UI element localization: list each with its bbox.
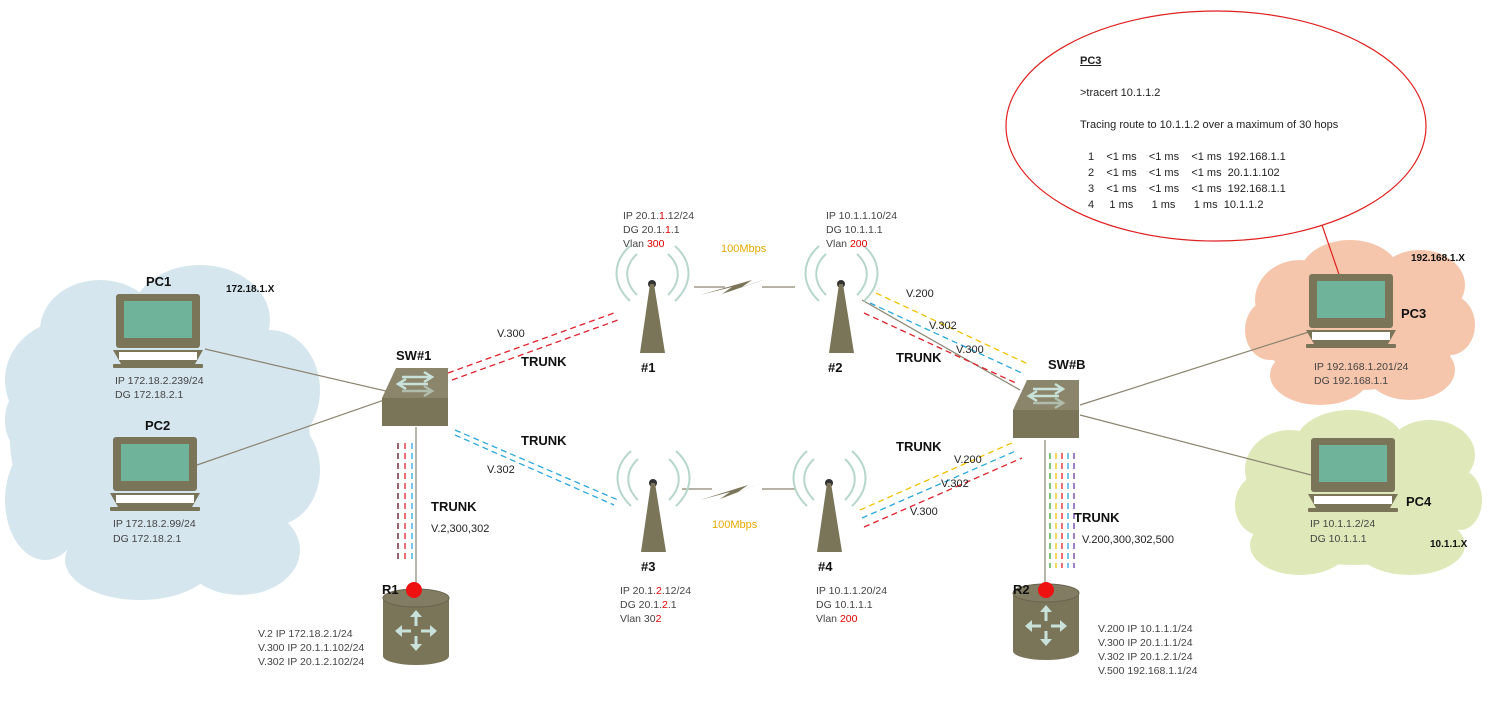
pc1-dg: DG 172.18.2.1 [115, 389, 184, 401]
r2-config-line: V.500 192.168.1.1/24 [1098, 665, 1198, 677]
r1-router-icon[interactable] [381, 587, 451, 667]
ap3-tower-icon[interactable] [616, 450, 691, 552]
ap3-ip: IP 20.1.2.12/24 [620, 585, 692, 597]
bubble-tracing-line: Tracing route to 10.1.1.2 over a maximum… [1080, 119, 1339, 131]
sw1-ap3-trunk-label: TRUNK [521, 433, 567, 448]
pc4-dg: DG 10.1.1.1 [1310, 533, 1367, 545]
ap1-label: #1 [641, 360, 656, 375]
ap4-label: #4 [818, 559, 833, 574]
bubble-hop-4: 4 1 ms 1 ms 1 ms 10.1.1.2 [1088, 199, 1264, 211]
pc2-dg: DG 172.18.2.1 [113, 533, 182, 545]
swb-r2-vlans-label: V.200,300,302,500 [1082, 534, 1174, 546]
ap2-swb-trunk-label: TRUNK [896, 350, 942, 365]
ap3-info: IP 20.1.2.12/24 DG 20.1.2.1 Vlan 302 [620, 584, 691, 626]
ap2-swb-vlan-300: V.300 [956, 344, 984, 356]
bubble-command: >tracert 10.1.1.2 [1080, 87, 1161, 99]
ap4-tower-icon[interactable] [792, 450, 867, 552]
pc3-laptop-icon[interactable] [1306, 274, 1396, 348]
pc3-dg: DG 192.168.1.1 [1314, 375, 1389, 387]
wireless-speed-top: 100Mbps [721, 243, 767, 255]
r1-status-dot [406, 582, 422, 598]
pc1-laptop-icon[interactable] [113, 294, 203, 368]
cloud-pc4 [1235, 410, 1482, 575]
r2-config-line: V.200 IP 10.1.1.1/24 [1098, 623, 1193, 635]
pc1-label: PC1 [146, 274, 172, 289]
r2-status-dot [1038, 582, 1054, 598]
swb-switch-icon[interactable] [1013, 380, 1079, 438]
ap3-label: #3 [641, 559, 656, 574]
ap2-tower-icon[interactable] [804, 245, 879, 353]
sw1-ap3-vlan-label: V.302 [487, 464, 515, 476]
r2-config: V.200 IP 10.1.1.1/24 V.300 IP 20.1.1.1/2… [1098, 622, 1197, 678]
ap4-vlan: Vlan 200 [816, 613, 858, 625]
vlan-lines [397, 292, 1075, 568]
r1-config: V.2 IP 172.18.2.1/24 V.300 IP 20.1.1.102… [258, 627, 364, 669]
ap1-dg: DG 20.1.1.1 [623, 224, 680, 236]
ap4-ip: IP 10.1.1.20/24 [816, 585, 888, 597]
r1-config-line: V.302 IP 20.1.2.102/24 [258, 656, 365, 668]
sw1-ap1-vlan-label: V.300 [497, 328, 525, 340]
swb-label: SW#B [1048, 357, 1086, 372]
ap4-swb-vlan-302: V.302 [941, 478, 969, 490]
ap2-label: #2 [828, 360, 843, 375]
r1-label: R1 [382, 582, 399, 597]
swb-r2-trunk-label: TRUNK [1074, 510, 1120, 525]
wireless-speed-bottom: 100Mbps [712, 519, 758, 531]
ap4-swb-vlan-200: V.200 [954, 454, 982, 466]
pc3-cloud-subnet: 192.168.1.X [1411, 253, 1465, 264]
pc3-label: PC3 [1401, 306, 1427, 321]
plain-links [196, 286, 1316, 585]
bubble-title: PC3 [1080, 55, 1102, 67]
ap2-vlan: Vlan 200 [826, 238, 868, 250]
r1-config-line: V.2 IP 172.18.2.1/24 [258, 628, 353, 640]
sw1-switch-icon[interactable] [382, 368, 448, 426]
ap2-swb-vlan-200: V.200 [906, 288, 934, 300]
sw1-r1-trunk-label: TRUNK [431, 499, 477, 514]
speech-bubble [1005, 10, 1427, 316]
ap4-dg: DG 10.1.1.1 [816, 599, 873, 611]
ap1-vlan: Vlan 300 [623, 238, 665, 250]
sw1-ap1-trunk-label: TRUNK [521, 354, 567, 369]
ap2-ip: IP 10.1.1.10/24 [826, 210, 898, 222]
r2-config-line: V.302 IP 20.1.2.1/24 [1098, 651, 1193, 663]
ap2-dg: DG 10.1.1.1 [826, 224, 883, 236]
r2-config-line: V.300 IP 20.1.1.1/24 [1098, 637, 1193, 649]
bubble-hop-3: 3 <1 ms <1 ms <1 ms 192.168.1.1 [1088, 183, 1286, 195]
r1-config-line: V.300 IP 20.1.1.102/24 [258, 642, 365, 654]
ap2-swb-vlan-302: V.302 [929, 320, 957, 332]
r2-label: R2 [1013, 582, 1030, 597]
pc4-ip: IP 10.1.1.2/24 [1310, 518, 1376, 530]
ap4-swb-trunk-label: TRUNK [896, 439, 942, 454]
ap4-info: IP 10.1.1.20/24 DG 10.1.1.1 Vlan 200 [816, 584, 887, 626]
pc2-laptop-icon[interactable] [110, 437, 200, 511]
pc3-ip: IP 192.168.1.201/24 [1314, 361, 1409, 373]
ap2-info: IP 10.1.1.10/24 DG 10.1.1.1 Vlan 200 [826, 209, 897, 251]
bubble-hop-2: 2 <1 ms <1 ms <1 ms 20.1.1.102 [1088, 167, 1280, 179]
ap1-ip: IP 20.1.1.12/24 [623, 210, 695, 222]
left-cloud-subnet: 172.18.1.X [226, 284, 275, 295]
sw1-label: SW#1 [396, 348, 432, 363]
pc4-label: PC4 [1406, 494, 1432, 509]
bubble-hop-1: 1 <1 ms <1 ms <1 ms 192.168.1.1 [1088, 151, 1286, 163]
pc2-label: PC2 [145, 418, 171, 433]
ap3-vlan: Vlan 302 [620, 613, 662, 625]
pc4-laptop-icon[interactable] [1308, 438, 1398, 512]
ap4-swb-vlan-300: V.300 [910, 506, 938, 518]
bubble-text: PC3 >tracert 10.1.1.2 Tracing route to 1… [1080, 53, 1338, 213]
pc4-cloud-subnet: 10.1.1.X [1430, 539, 1468, 550]
wireless-link-top [700, 276, 775, 295]
ap1-info: IP 20.1.1.12/24 DG 20.1.1.1 Vlan 300 [623, 209, 694, 251]
pc1-ip: IP 172.18.2.239/24 [115, 375, 204, 387]
sw1-r1-vlans-label: V.2,300,302 [431, 523, 490, 535]
pc2-ip: IP 172.18.2.99/24 [113, 518, 196, 530]
wireless-link-bottom [700, 480, 770, 500]
ap3-dg: DG 20.1.2.1 [620, 599, 677, 611]
ap1-tower-icon[interactable] [615, 245, 690, 353]
